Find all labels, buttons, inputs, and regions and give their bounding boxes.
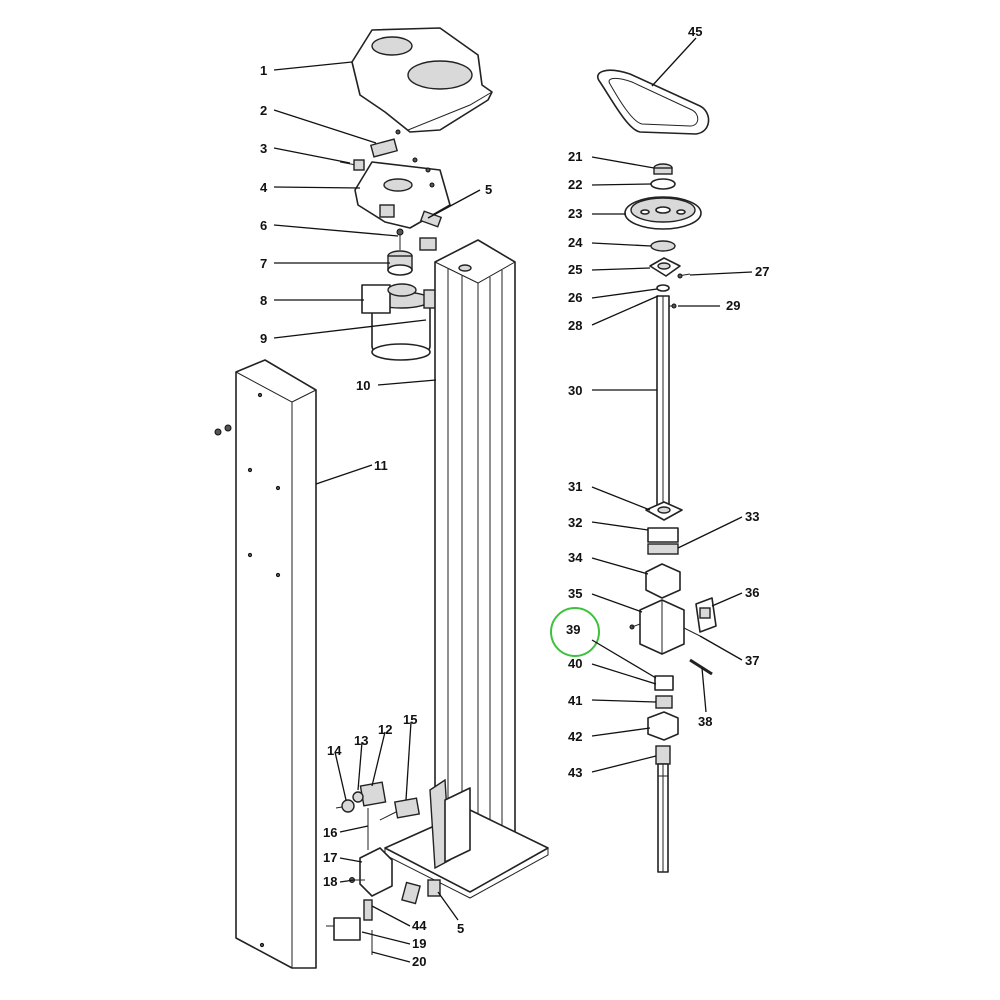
part-10-column[interactable] [384, 239, 549, 899]
part-30-shaft[interactable] [656, 295, 670, 509]
callout-36: 36 [745, 585, 759, 600]
callout-17: 17 [323, 850, 337, 865]
leader-lines [273, 37, 753, 963]
part-5-clamp-bottom[interactable] [401, 879, 441, 905]
part-34-block[interactable] [645, 563, 681, 599]
part-11-cover-panel[interactable] [214, 359, 317, 969]
part-33-clip[interactable] [647, 543, 679, 555]
part-42-bracket[interactable] [647, 711, 679, 741]
part-22-washer[interactable] [650, 178, 676, 190]
part-24-bearing[interactable] [650, 240, 676, 252]
callout-37: 37 [745, 653, 759, 668]
callout-30: 30 [568, 383, 582, 398]
callout-26: 26 [568, 290, 582, 305]
callout-5-bottom: 5 [457, 921, 464, 936]
callout-39[interactable]: 39 [566, 622, 580, 637]
part-7-motor-pulley[interactable] [387, 250, 413, 276]
callout-31: 31 [568, 479, 582, 494]
callout-11: 11 [374, 458, 388, 473]
part-44-spring[interactable] [363, 899, 373, 921]
part-45-v-belt[interactable] [597, 69, 710, 135]
callout-16: 16 [323, 825, 337, 840]
callout-13: 13 [354, 733, 368, 748]
callout-32: 32 [568, 515, 582, 530]
callout-34: 34 [568, 550, 583, 565]
callout-28: 28 [568, 318, 582, 333]
callout-22: 22 [568, 177, 582, 192]
part-19-switch-block[interactable] [326, 917, 361, 941]
callout-10: 10 [356, 378, 370, 393]
callout-44: 44 [412, 918, 427, 933]
part-43-lower-shaft[interactable] [655, 745, 671, 873]
part-13-bushing[interactable] [352, 791, 364, 803]
part-26-collar[interactable] [656, 284, 670, 292]
part-12-plate[interactable] [359, 781, 387, 807]
callout-29: 29 [726, 298, 740, 313]
callout-27: 27 [755, 264, 769, 279]
callout-38: 38 [698, 714, 712, 729]
callout-8: 8 [260, 293, 267, 308]
callout-14: 14 [327, 743, 342, 758]
callout-35: 35 [568, 586, 582, 601]
callout-25: 25 [568, 262, 582, 277]
callout-45: 45 [688, 24, 702, 39]
part-5-clamp-top[interactable] [419, 210, 443, 251]
callout-15: 15 [403, 712, 417, 727]
part-41-nut[interactable] [655, 695, 673, 709]
callout-33: 33 [745, 509, 759, 524]
part-25-bearing-housing[interactable] [649, 257, 681, 277]
callout-7: 7 [260, 256, 267, 271]
highlight-circle [550, 607, 600, 657]
part-1-belt-guard[interactable] [351, 27, 493, 133]
part-31-flange[interactable] [645, 501, 683, 521]
part-35-gear-housing[interactable] [639, 599, 685, 655]
part-38-pin[interactable] [689, 658, 713, 676]
part-27-bolt[interactable] [677, 273, 691, 279]
part-40-collar[interactable] [654, 675, 674, 691]
callout-6: 6 [260, 218, 267, 233]
callout-42: 42 [568, 729, 582, 744]
callout-2: 2 [260, 103, 267, 118]
callout-24: 24 [568, 235, 583, 250]
part-36-switch-bracket[interactable] [695, 597, 717, 633]
callout-41: 41 [568, 693, 582, 708]
callout-1: 1 [260, 63, 267, 78]
part-23-pulley[interactable] [624, 196, 702, 230]
callout-4: 4 [260, 180, 268, 195]
callout-19: 19 [412, 936, 426, 951]
callout-3: 3 [260, 141, 267, 156]
callout-23: 23 [568, 206, 582, 221]
callout-12: 12 [378, 722, 392, 737]
part-37-bolt[interactable] [629, 623, 701, 637]
callout-5-top: 5 [485, 182, 492, 197]
callout-labels: 1 2 3 4 5 6 7 8 9 10 11 12 13 14 15 16 1… [260, 24, 769, 969]
callout-9: 9 [260, 331, 267, 346]
part-17-bracket[interactable] [359, 847, 393, 897]
part-8-motor[interactable] [361, 283, 431, 361]
callout-21: 21 [568, 149, 582, 164]
callout-20: 20 [412, 954, 426, 969]
part-15-switch[interactable] [379, 797, 421, 821]
part-21-nut[interactable] [653, 163, 673, 175]
callout-43: 43 [568, 765, 582, 780]
part-3-bolt[interactable] [339, 159, 365, 171]
part-2-bracket[interactable] [369, 129, 401, 158]
part-14-knob[interactable] [335, 799, 355, 813]
callout-40: 40 [568, 656, 582, 671]
part-32-spacer[interactable] [647, 527, 679, 543]
part-6-screw[interactable] [396, 228, 404, 250]
callout-18: 18 [323, 874, 337, 889]
